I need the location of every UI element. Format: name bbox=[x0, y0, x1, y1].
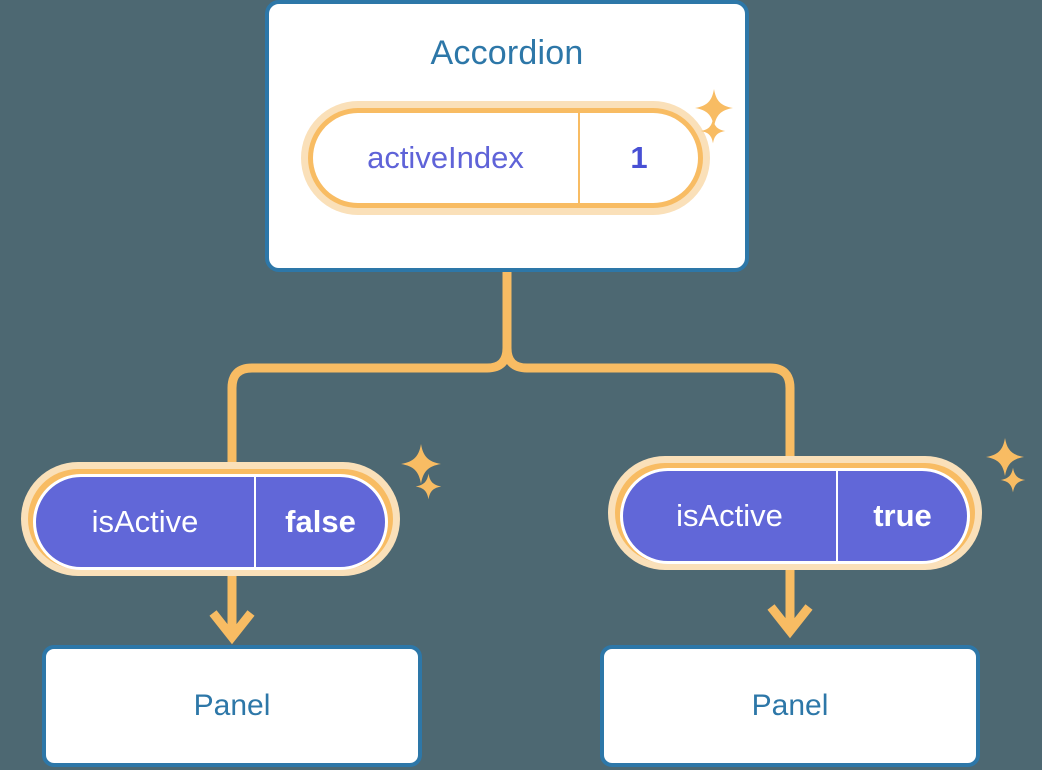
sparkle-small-icon bbox=[1000, 467, 1026, 493]
state-badge-activeindex[interactable]: activeIndex 1 bbox=[301, 101, 710, 215]
state-value-label: true bbox=[836, 471, 967, 561]
state-badge-isactive-true[interactable]: isActive true bbox=[608, 456, 982, 570]
state-value-label: false bbox=[254, 477, 385, 567]
page-title: Accordion bbox=[430, 34, 584, 72]
arrow-down-icon-left bbox=[209, 610, 255, 645]
sparkle-small-icon bbox=[415, 473, 442, 500]
badge-inner: isActive false bbox=[33, 474, 388, 570]
panel-card-left: Panel bbox=[42, 645, 422, 767]
state-badge-isactive-false[interactable]: isActive false bbox=[21, 462, 400, 576]
sparkle-icon bbox=[985, 437, 1025, 477]
state-key-label: isActive bbox=[676, 498, 783, 533]
state-key-label: isActive bbox=[91, 504, 199, 539]
panel-label: Panel bbox=[751, 689, 829, 722]
state-value-label: 1 bbox=[578, 113, 698, 203]
badge-inner: isActive true bbox=[620, 468, 970, 564]
connector-branch-right bbox=[502, 343, 795, 465]
arrow-down-icon-right bbox=[767, 604, 813, 639]
sparkle-icon bbox=[400, 443, 442, 485]
panel-card-right: Panel bbox=[600, 645, 980, 767]
connector-branch-left bbox=[227, 343, 512, 470]
panel-label: Panel bbox=[193, 689, 271, 722]
state-key-label: activeIndex bbox=[367, 140, 524, 175]
badge-inner: activeIndex 1 bbox=[313, 113, 698, 203]
